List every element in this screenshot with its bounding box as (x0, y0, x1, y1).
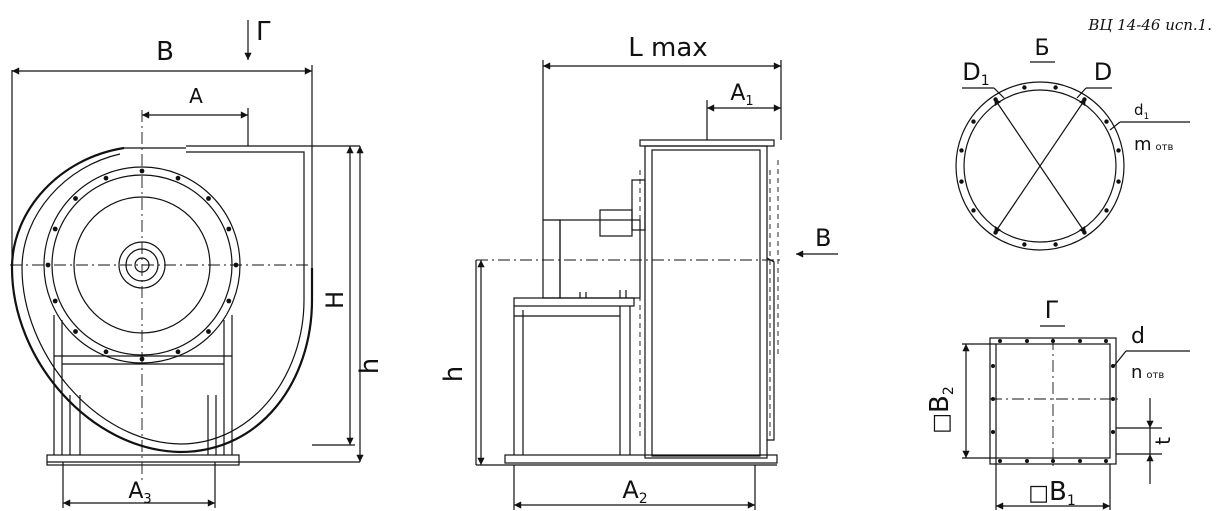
dim-A1-label: A1 (730, 81, 753, 109)
hole-d-label: d (1131, 324, 1145, 349)
bolt-hole (1078, 459, 1082, 463)
dim-B2-label: □B2 (925, 386, 957, 434)
view-B-title: Б (1034, 36, 1049, 61)
bolt-hole (1104, 208, 1109, 213)
bolt-hole (1116, 179, 1121, 184)
bolt-hole (1022, 85, 1027, 90)
drawing-caption: ВЦ 14-46 исп.1. (1087, 16, 1212, 34)
bolt-hole (1104, 459, 1108, 463)
bolt-hole (1111, 364, 1115, 368)
flange-outer-circle (955, 81, 1125, 251)
dim-D1-label: D1 (962, 58, 989, 89)
duct-body (644, 145, 768, 459)
dim-L-max-label: L max (628, 33, 707, 63)
hole-d1-label: d1 (1134, 101, 1149, 122)
flange-bolts (45, 168, 239, 362)
dim-A3-label: A3 (128, 479, 151, 507)
bolt-hole (73, 329, 78, 334)
frame (53, 315, 233, 455)
bolt-hole (998, 339, 1002, 343)
view-V-arrow-label: В (815, 224, 831, 252)
bolt-hole (206, 329, 211, 334)
bolt-hole (1104, 119, 1109, 124)
bolt-hole (998, 459, 1002, 463)
bolt-hole (226, 226, 232, 232)
square-flange-outer (989, 337, 1117, 465)
dim-t-label: t (1151, 437, 1175, 445)
bolt-hole (1053, 85, 1058, 90)
flange-inner-circle (963, 89, 1117, 243)
side-dim-h-label: h (439, 366, 469, 382)
bolt-hole (1104, 339, 1108, 343)
square-bolt-holes (991, 339, 1115, 463)
bolt-hole (1116, 148, 1121, 153)
motor-base (513, 297, 635, 307)
scroll-housing (10, 146, 314, 454)
bolt-hole (1022, 242, 1027, 247)
bolt-hole (1051, 459, 1055, 463)
bolt-hole (991, 430, 995, 434)
dim-A-label: A (189, 84, 203, 108)
bolt-hole (52, 298, 58, 304)
bolt-hole (175, 175, 181, 181)
bolt-hole (226, 298, 232, 304)
dim-h-label: h (355, 358, 385, 374)
view-G-arrow-label: Г (256, 17, 272, 47)
dim-D-label: D (1094, 58, 1112, 86)
bolt-hole (991, 364, 995, 368)
dim-B1-label: □B1 (1028, 477, 1076, 509)
bolt-hole (971, 208, 976, 213)
bolt-hole (73, 196, 78, 201)
bolt-hole (175, 349, 181, 355)
bolt-hole (959, 179, 964, 184)
side-view: L max A1 В h A2 (439, 33, 838, 510)
dim-H-label: H (321, 291, 349, 309)
bolt-hole (971, 119, 976, 124)
bolt-hole (103, 175, 109, 181)
dim-B-label: B (156, 37, 174, 67)
bolt-hole (1053, 242, 1058, 247)
bolt-hole (959, 148, 964, 153)
bolt-hole (1111, 397, 1115, 401)
dim-A2-label: A2 (622, 476, 647, 507)
bolt-hole (1051, 339, 1055, 343)
bolt-hole (1025, 459, 1029, 463)
bolt-hole (52, 226, 58, 232)
motor (542, 219, 561, 299)
view-G-title: Г (1045, 296, 1060, 324)
bolt-hole (103, 349, 109, 355)
bolt-hole (1025, 339, 1029, 343)
bolt-hole (1111, 430, 1115, 434)
bolt-hole (1078, 339, 1082, 343)
bolt-hole (991, 397, 995, 401)
front-view: B Г A H h A3 (10, 17, 385, 508)
bolt-hole (206, 196, 211, 201)
